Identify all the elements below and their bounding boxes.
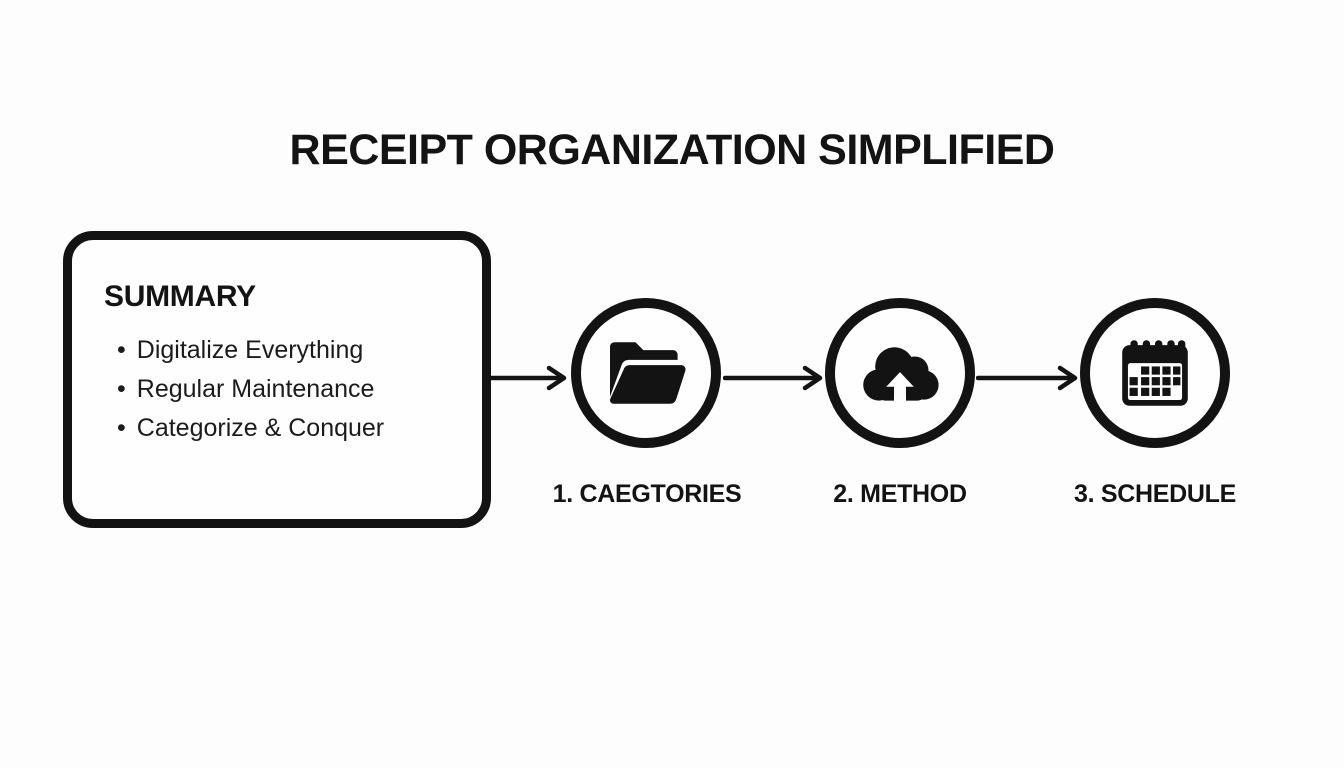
flow-arrow-icon <box>489 365 567 391</box>
summary-box: SUMMARY Digitalize Everything Regular Ma… <box>63 231 491 528</box>
step-label-method: 2. METHOD <box>833 480 967 508</box>
calendar-icon <box>1122 340 1188 406</box>
step-circle-method <box>825 298 975 448</box>
flow-arrow-icon <box>723 365 823 391</box>
open-folder-icon <box>610 342 686 404</box>
step-circle-schedule <box>1080 298 1230 448</box>
summary-heading: SUMMARY <box>104 280 256 313</box>
summary-list: Digitalize Everything Regular Maintenanc… <box>104 331 464 448</box>
flow-arrow-icon <box>976 365 1078 391</box>
step-circle-categories <box>571 298 721 448</box>
step-label-categories: 1. CAEGTORIES <box>552 480 742 508</box>
step-label-schedule: 3. SCHEDULE <box>1073 480 1236 508</box>
summary-bullet: Digitalize Everything <box>117 331 464 370</box>
page-title: RECEIPT ORGANIZATION SIMPLIFIED <box>289 126 1055 174</box>
cloud-upload-icon <box>863 347 939 407</box>
summary-bullet: Categorize & Conquer <box>117 409 464 448</box>
summary-bullet: Regular Maintenance <box>117 370 464 409</box>
